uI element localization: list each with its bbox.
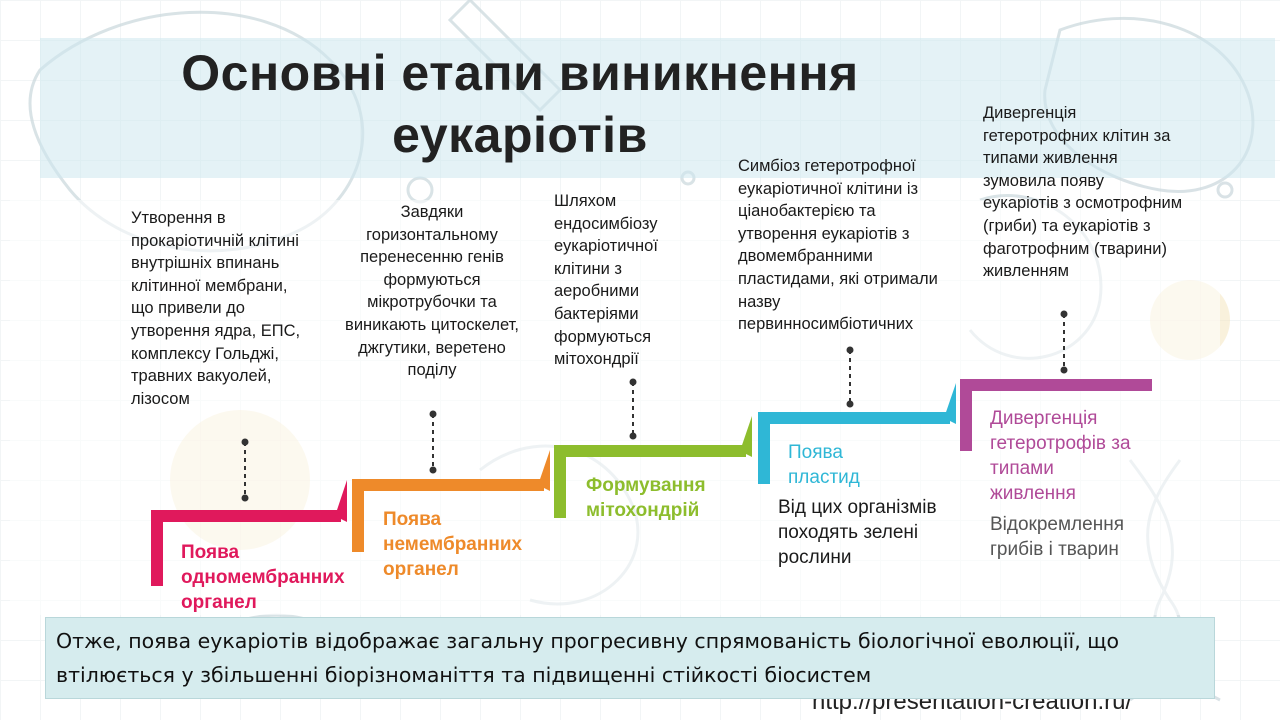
stage-3-dot-bottom xyxy=(629,432,637,440)
stage-2-title: Поява немембранних органел xyxy=(383,509,523,580)
stage-4-bracket xyxy=(758,412,950,484)
stage-4-corner xyxy=(944,383,956,424)
stage-3-title: Формування мітохондрій xyxy=(586,475,706,521)
stage-4-dot-top xyxy=(846,346,854,354)
stage-5-note: Відокремлення грибів і тварин xyxy=(990,514,1124,560)
stage-3-dot-top xyxy=(629,378,637,386)
stage-3-description: Шляхом ендосимбіозу еукаріотичної клітин… xyxy=(554,192,658,369)
stage-2-description: Завдяки горизонтальному перенесенню гені… xyxy=(345,203,519,380)
bubble-2 xyxy=(1216,181,1234,199)
stage-2-dot-top xyxy=(429,410,437,418)
stage-1-bracket xyxy=(151,510,341,586)
stage-1-dot-bottom xyxy=(241,494,249,502)
dotted-connectors xyxy=(244,314,1065,498)
stage-5-bracket xyxy=(960,379,1152,451)
stage-5-description: Дивергенція гетеротрофних клітин за типа… xyxy=(983,104,1183,281)
stage-1-dot-top xyxy=(241,438,249,446)
conclusion-text: Отже, поява еукаріотів відображає загаль… xyxy=(56,629,1120,687)
stage-5-dot-top xyxy=(1060,310,1068,318)
stage-1-title: Поява одномембранних органел xyxy=(181,542,345,613)
stage-2-dot-bottom xyxy=(429,466,437,474)
content-band xyxy=(10,200,1220,615)
slide-title-line-1: Основні етапи виникнення xyxy=(181,45,859,101)
connector-dots xyxy=(241,310,1068,502)
slide-title-line-2: еукаріотів xyxy=(392,107,648,163)
slide-title: Основні етапи виникнення еукаріотів xyxy=(100,42,940,166)
title-band xyxy=(40,38,1275,178)
stage-2-corner xyxy=(538,450,550,491)
stage-1-description: Утворення в прокаріотичній клітині внутр… xyxy=(131,209,301,408)
stage-3-bracket xyxy=(554,445,746,518)
stage-3-corner xyxy=(740,416,752,457)
stage-5-dot-bottom xyxy=(1060,366,1068,374)
stage-2-bracket xyxy=(352,479,544,552)
conclusion-box: Отже, поява еукаріотів відображає загаль… xyxy=(45,617,1215,699)
stage-4-note: Від цих організмів походять зелені росли… xyxy=(778,497,937,568)
stage-5-title: Дивергенція гетеротрофів за типами живле… xyxy=(990,408,1131,504)
stage-4-description: Симбіоз гетеротрофної еукаріотичної кліт… xyxy=(738,157,938,334)
stage-1-corner xyxy=(335,480,347,522)
bracket-corner-fills xyxy=(335,383,956,522)
stage-4-title: Поява пластид xyxy=(788,442,860,488)
stage-4-dot-bottom xyxy=(846,400,854,408)
